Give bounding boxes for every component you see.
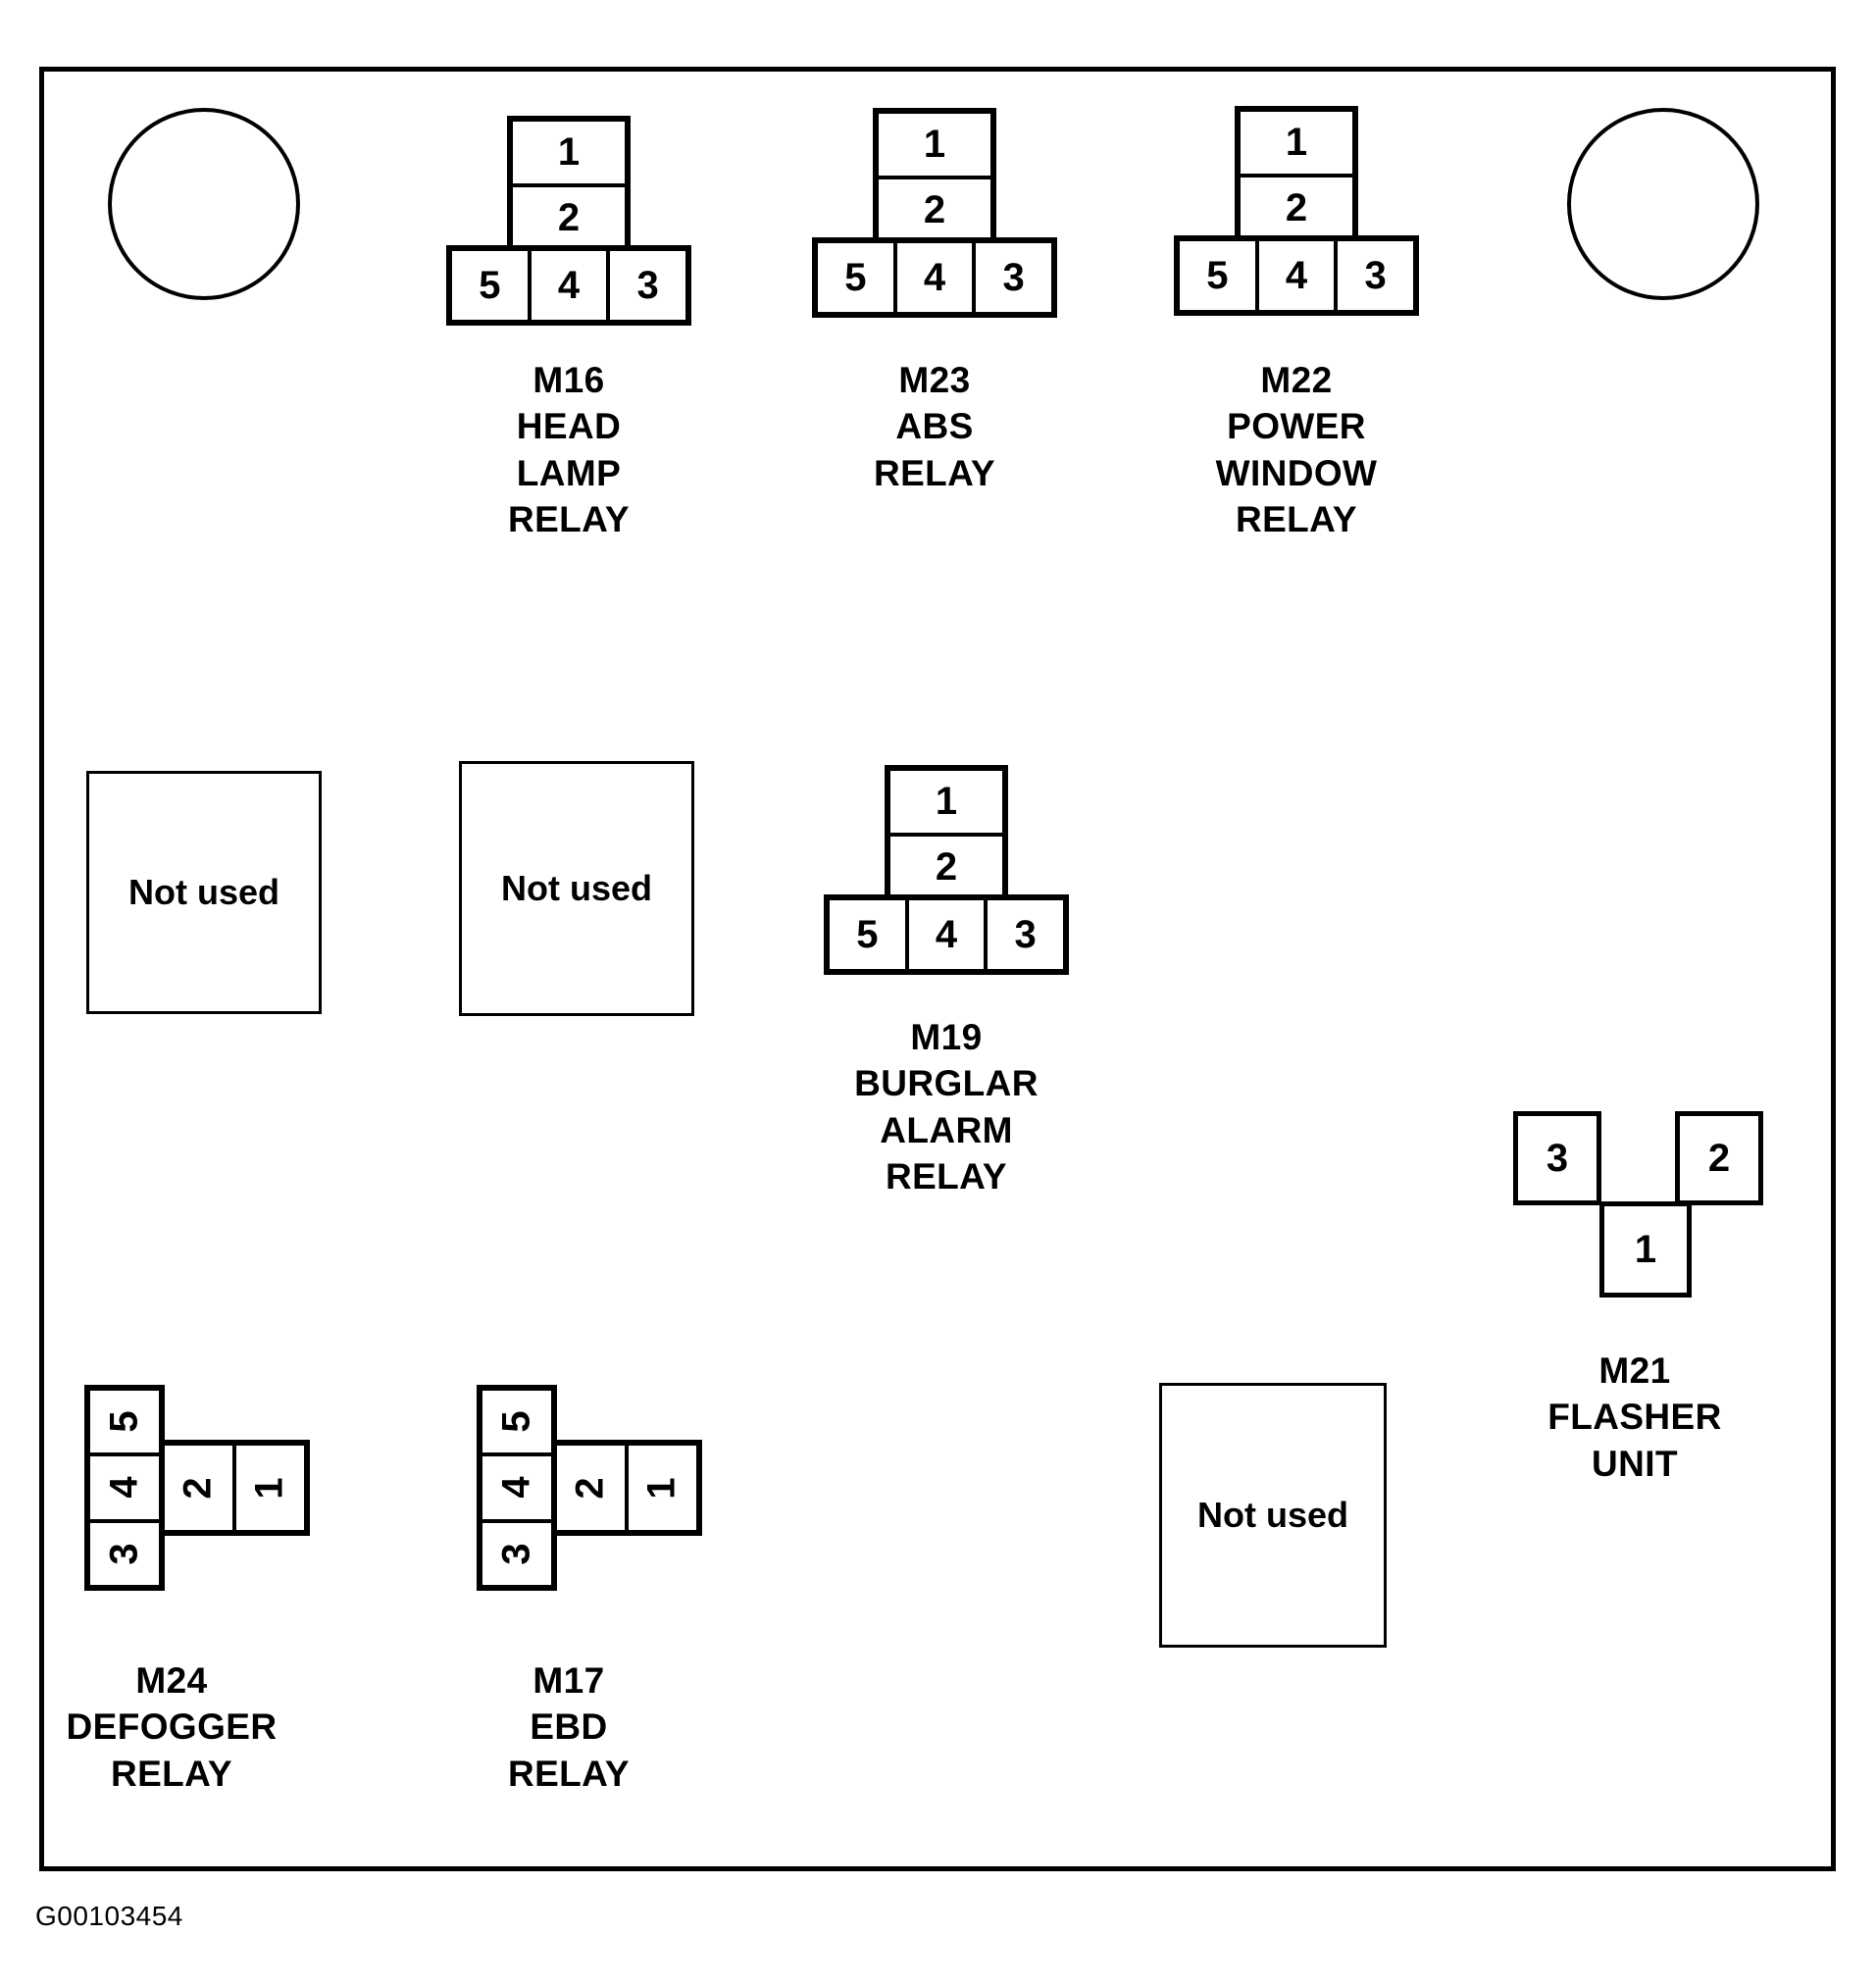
- relay-m21-pin-3: 3: [1513, 1111, 1601, 1205]
- empty-slot-3-label: Not used: [1196, 1495, 1348, 1535]
- relay-m23-pins-top: 1 2: [873, 108, 996, 243]
- relay-m22-pin-1: 1: [1241, 112, 1352, 174]
- relay-m22-pins-top: 1 2: [1235, 106, 1358, 241]
- relay-m17-pins-column: 5 4 3: [477, 1385, 557, 1591]
- relay-m22-pin-4: 4: [1254, 241, 1335, 310]
- relay-m16-pins-top: 1 2: [507, 116, 631, 251]
- relay-m16-pin-5: 5: [452, 251, 528, 320]
- empty-slot-2: Not used: [459, 761, 694, 1016]
- relay-m19-pin-4: 4: [904, 900, 985, 969]
- empty-slot-1-label: Not used: [127, 872, 279, 912]
- relay-m19-pin-5: 5: [830, 900, 905, 969]
- relay-m17-pin-5: 5: [482, 1391, 551, 1453]
- relay-m22-pin-2: 2: [1241, 174, 1352, 235]
- relay-m16-pin-2: 2: [513, 183, 625, 245]
- relay-m19-pins-bottom: 5 4 3: [824, 894, 1069, 975]
- relay-m21-body: 3 2 1: [1513, 1111, 1763, 1298]
- relay-m22-pins-bottom: 5 4 3: [1174, 235, 1419, 316]
- relay-m22-pin-5: 5: [1180, 241, 1255, 310]
- relay-m16-pin-3: 3: [606, 251, 686, 320]
- relay-m24-pin-4: 4: [90, 1452, 159, 1519]
- relay-m19-pins-top: 1 2: [885, 765, 1008, 900]
- relay-m23-pin-5: 5: [818, 243, 893, 312]
- relay-m19-caption: M19 BURGLAR ALARM RELAY: [854, 1017, 1039, 1197]
- relay-m24-caption: M24 DEFOGGER RELAY: [66, 1660, 278, 1794]
- empty-slot-1: Not used: [86, 771, 322, 1014]
- relay-m23-pin-3: 3: [972, 243, 1052, 312]
- relay-m24-pin-2: 2: [165, 1446, 232, 1530]
- relay-m17-pin-4: 4: [482, 1452, 551, 1519]
- relay-m17-pin-2: 2: [557, 1446, 625, 1530]
- relay-m21-pin-1: 1: [1599, 1201, 1692, 1298]
- relay-m16-pin-1: 1: [513, 122, 625, 183]
- relay-m24-pin-1: 1: [232, 1446, 304, 1530]
- relay-m17-pin-3: 3: [482, 1518, 551, 1585]
- relay-m24-pin-3: 3: [90, 1518, 159, 1585]
- relay-m24-pins-column: 5 4 3: [84, 1385, 165, 1591]
- relay-m21-pin-2: 2: [1675, 1111, 1763, 1205]
- empty-slot-2-label: Not used: [500, 868, 652, 908]
- relay-m23-pin-2: 2: [879, 176, 990, 237]
- relay-m16-caption: M16 HEAD LAMP RELAY: [507, 360, 630, 540]
- relay-m21-caption: M21 FLASHER UNIT: [1547, 1350, 1722, 1484]
- relay-m17-body: 5 4 3 2 1: [477, 1385, 702, 1591]
- figure-reference-code: G00103454: [35, 1901, 183, 1931]
- relay-m21[interactable]: 3 2 1: [1513, 1111, 1763, 1298]
- relay-m17-pin-1: 1: [625, 1446, 696, 1530]
- relay-m23-pins-bottom: 5 4 3: [812, 237, 1057, 318]
- relay-m19-pin-3: 3: [984, 900, 1064, 969]
- relay-m23-pin-4: 4: [892, 243, 973, 312]
- relay-m19-pin-1: 1: [890, 771, 1002, 833]
- relay-m23-caption: M23 ABS RELAY: [873, 360, 995, 493]
- relay-m22-caption: M22 POWER WINDOW RELAY: [1215, 360, 1378, 540]
- relay-m17-pins-block: 2 1: [551, 1440, 702, 1536]
- relay-m24-pins-block: 2 1: [159, 1440, 310, 1536]
- relay-m24-body: 5 4 3 2 1: [84, 1385, 310, 1591]
- mounting-hole-top-left: [108, 108, 300, 300]
- relay-m24-pin-5: 5: [90, 1391, 159, 1453]
- relay-m17-caption: M17 EBD RELAY: [507, 1660, 630, 1794]
- relay-m24[interactable]: 5 4 3 2 1: [84, 1385, 310, 1591]
- relay-m17[interactable]: 5 4 3 2 1: [477, 1385, 702, 1591]
- relay-m19-pin-2: 2: [890, 833, 1002, 894]
- empty-slot-3: Not used: [1159, 1383, 1387, 1648]
- relay-m22-pin-3: 3: [1334, 241, 1414, 310]
- mounting-hole-top-right: [1567, 108, 1759, 300]
- relay-m16-pins-bottom: 5 4 3: [446, 245, 691, 326]
- relay-m23-pin-1: 1: [879, 114, 990, 176]
- relay-m16-pin-4: 4: [527, 251, 607, 320]
